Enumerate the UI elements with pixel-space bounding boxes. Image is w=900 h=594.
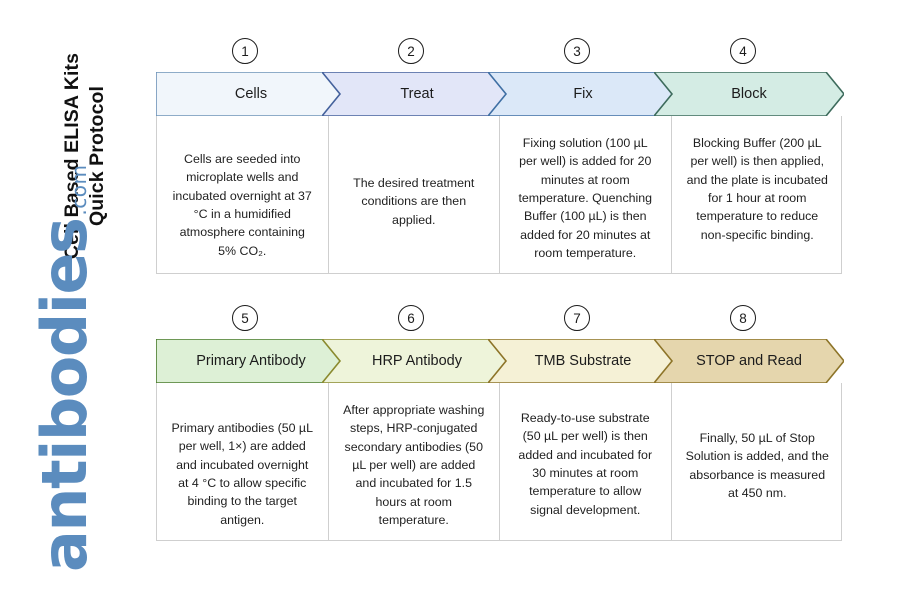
chevron-label-5: Primary Antibody [196, 353, 306, 369]
chevron-step-1[interactable]: Cells [156, 72, 346, 116]
description-text-7: Ready-to-use substrate (50 µL per well) … [518, 411, 653, 517]
chevron-bar-2: Primary Antibody HRP Antibody TMB Substr… [156, 339, 844, 383]
description-cell-7: Ready-to-use substrate (50 µL per well) … [500, 383, 672, 540]
chevron-shape-icon [322, 339, 512, 383]
description-cell-1: Cells are seeded into microplate wells a… [157, 116, 329, 273]
description-cell-3: Fixing solution (100 µL per well) is add… [500, 116, 672, 273]
brand-name: antibodies [28, 218, 101, 572]
chevron-step-3[interactable]: Fix [488, 72, 678, 116]
chevron-step-4[interactable]: Block [654, 72, 844, 116]
step-number-8: 8 [730, 305, 756, 331]
chevron-label-8: STOP and Read [696, 353, 802, 369]
chevron-shape-icon [488, 72, 678, 116]
chevron-label-1: Cells [234, 86, 268, 102]
description-text-1: Cells are seeded into microplate wells a… [172, 152, 312, 258]
step-number-6: 6 [398, 305, 424, 331]
description-cell-4: Blocking Buffer (200 µL per well) is the… [672, 116, 844, 273]
step-number-5: 5 [232, 305, 258, 331]
chevron-label-7: TMB Substrate [534, 353, 632, 369]
protocol-row-1: 1 2 3 4 Cells Treat Fix [156, 38, 844, 274]
step-number-group-2: 5 6 7 8 [156, 305, 842, 335]
step-number-7: 7 [564, 305, 590, 331]
chevron-shape-icon [654, 339, 844, 383]
chevron-step-7[interactable]: TMB Substrate [488, 339, 678, 383]
description-cell-8: Finally, 50 µL of Stop Solution is added… [672, 383, 844, 540]
description-cell-5: Primary antibodies (50 µL per well, 1×) … [157, 383, 329, 540]
chevron-step-5[interactable]: Primary Antibody [156, 339, 346, 383]
description-row-1: Cells are seeded into microplate wells a… [156, 116, 842, 274]
description-text-8: Finally, 50 µL of Stop Solution is added… [685, 431, 829, 501]
description-row-2: Primary antibodies (50 µL per well, 1×) … [156, 383, 842, 541]
chevron-shape-icon [654, 72, 844, 116]
step-number-3: 3 [564, 38, 590, 64]
step-number-2: 2 [398, 38, 424, 64]
description-text-4: Blocking Buffer (200 µL per well) is the… [686, 136, 828, 242]
description-cell-2: The desired treatment conditions are the… [329, 116, 500, 273]
chevron-step-2[interactable]: Treat [322, 72, 512, 116]
brand-tld: .com [67, 164, 91, 216]
chevron-bar-1: Cells Treat Fix Block [156, 72, 844, 116]
brand-logo: antibodies .com [28, 164, 142, 572]
chevron-label-6: HRP Antibody [371, 353, 462, 369]
step-number-group-1: 1 2 3 4 [156, 38, 842, 68]
description-cell-6: After appropriate washing steps, HRP-con… [329, 383, 500, 540]
chevron-label-2: Treat [400, 86, 434, 102]
chevron-shape-icon [322, 72, 512, 116]
step-number-1: 1 [232, 38, 258, 64]
step-number-4: 4 [730, 38, 756, 64]
chevron-step-8[interactable]: STOP and Read [654, 339, 844, 383]
chevron-label-4: Block [731, 86, 767, 102]
protocol-row-2: 5 6 7 8 Primary Antibody HRP Antibody [156, 305, 844, 541]
description-text-6: After appropriate washing steps, HRP-con… [343, 403, 485, 528]
description-text-5: Primary antibodies (50 µL per well, 1×) … [171, 421, 313, 527]
chevron-label-3: Fix [573, 86, 593, 102]
chevron-shape-icon [488, 339, 678, 383]
chevron-step-6[interactable]: HRP Antibody [322, 339, 512, 383]
description-text-3: Fixing solution (100 µL per well) is add… [518, 136, 653, 261]
description-text-2: The desired treatment conditions are the… [353, 176, 475, 227]
